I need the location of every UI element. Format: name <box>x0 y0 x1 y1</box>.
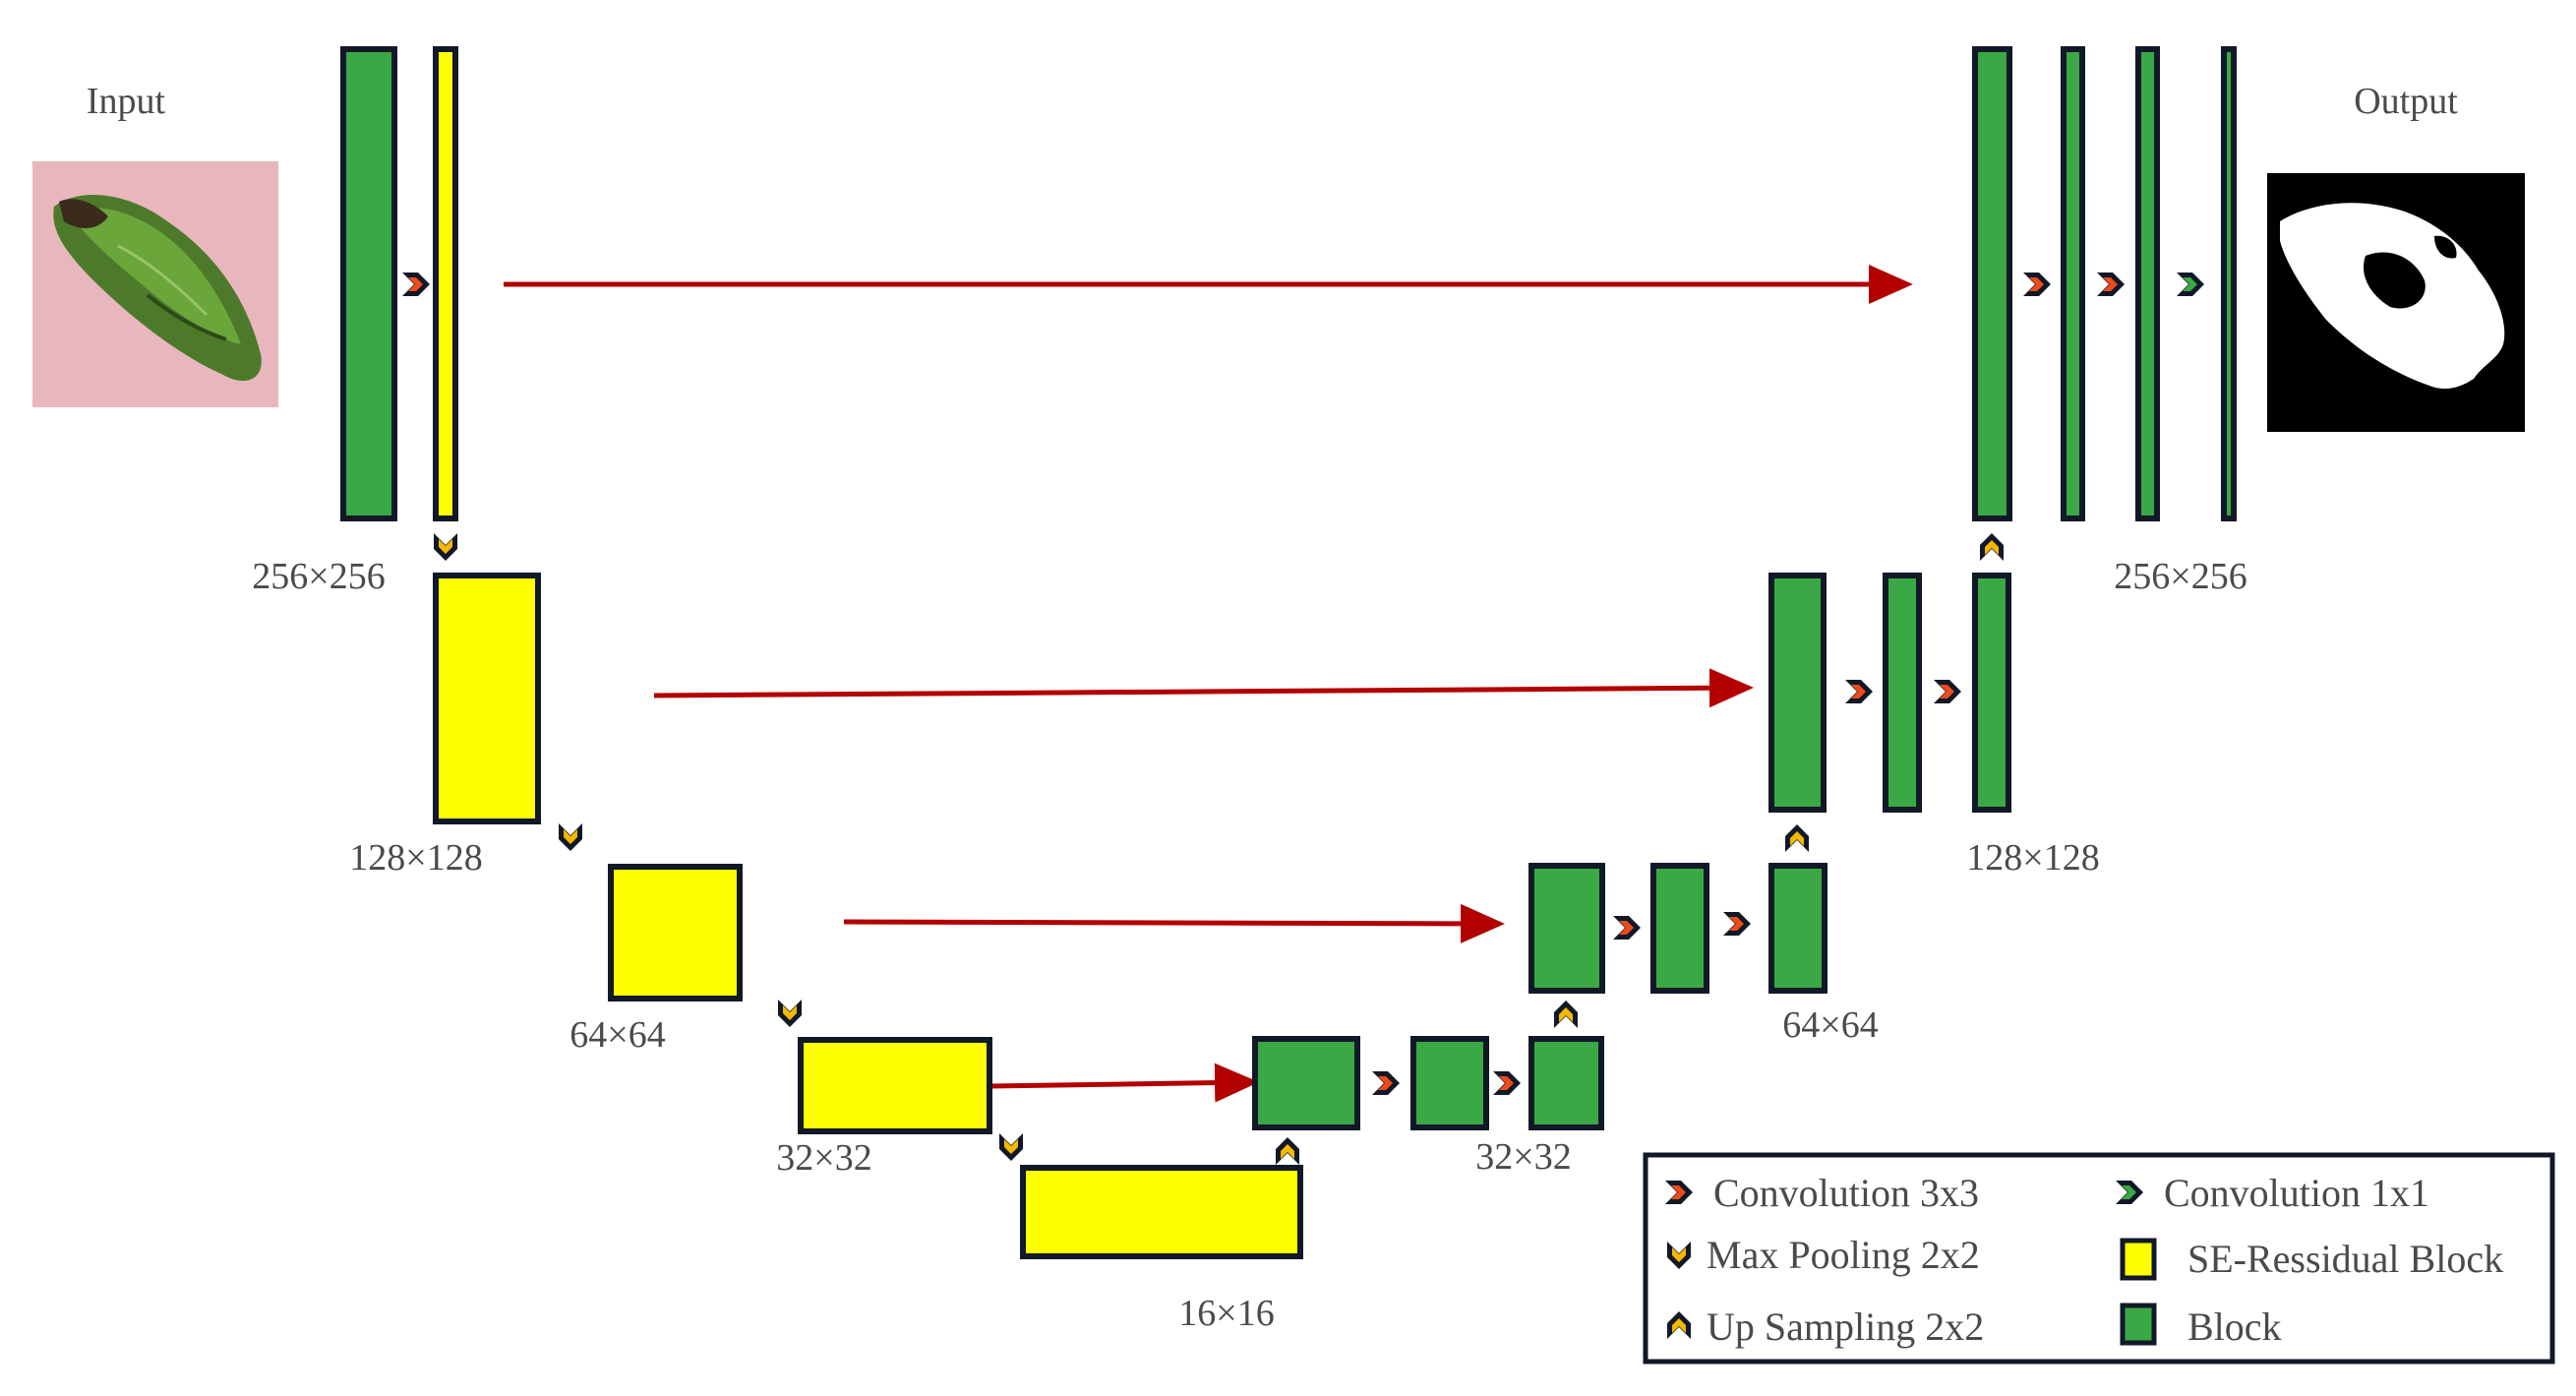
output-mask-image <box>2267 173 2525 432</box>
block-256-a <box>1972 46 2012 521</box>
input-leaf-image <box>32 161 278 407</box>
resolution-label: 16×16 <box>1178 1293 1274 1334</box>
skip-arrow-32 <box>988 1062 1259 1103</box>
operations <box>402 273 2204 1165</box>
resolution-label: 32×32 <box>776 1137 871 1179</box>
conv3x3-icon <box>1723 912 1751 936</box>
legend-block-swatch <box>2120 1303 2157 1346</box>
legend-maxpool-label: Max Pooling 2x2 <box>1707 1233 1980 1277</box>
legend-conv1-label: Convolution 1x1 <box>2164 1171 2429 1215</box>
legend-se-swatch <box>2120 1238 2157 1281</box>
conv3x3-icon <box>1372 1071 1400 1095</box>
maxpool-icon <box>778 1000 802 1027</box>
legend-conv3-label: Convolution 3x3 <box>1713 1171 1979 1215</box>
block-128-c <box>1972 573 2011 813</box>
resolution-labels: 256×256 128×128 64×64 32×32 16×16 32×32 … <box>252 556 2247 1334</box>
block-32-b <box>1410 1036 1489 1130</box>
skip-arrow-64 <box>843 903 1505 943</box>
resolution-label: 256×256 <box>2114 556 2247 597</box>
se-block-32 <box>798 1037 992 1134</box>
se-block-16 <box>1020 1165 1303 1259</box>
skip-connections <box>504 265 1913 1103</box>
resolution-label: 128×128 <box>1966 837 2099 879</box>
block-128-a <box>1768 573 1827 813</box>
upsample-icon <box>1980 533 2004 561</box>
conv3x3-icon <box>1493 1071 1521 1095</box>
maxpool-icon <box>559 823 582 851</box>
encoder <box>340 46 1303 1259</box>
block-256-conv <box>340 46 397 521</box>
input-label: Input <box>87 81 166 122</box>
legend-box <box>1643 1152 2555 1365</box>
resolution-label: 64×64 <box>569 1014 665 1056</box>
conv3x3-icon <box>1934 680 1961 703</box>
conv3x3-icon <box>2023 273 2051 296</box>
decoder <box>1252 46 2237 1130</box>
block-64-c <box>1768 863 1827 994</box>
skip-arrow-128 <box>653 668 1754 708</box>
upsample-icon <box>1785 824 1809 852</box>
legend-upsample-label: Up Sampling 2x2 <box>1707 1305 1984 1349</box>
resolution-label: 256×256 <box>252 556 385 597</box>
output-label: Output <box>2354 81 2458 122</box>
maxpool-icon <box>434 533 457 561</box>
block-32-a <box>1252 1036 1360 1130</box>
legend: Convolution 3x3 Max Pooling 2x2 Up Sampl… <box>1643 1152 2555 1365</box>
resolution-label: 64×64 <box>1782 1004 1878 1046</box>
conv3x3-icon <box>1613 916 1641 940</box>
resolution-label: 128×128 <box>349 837 482 879</box>
block-64-a <box>1528 863 1605 994</box>
upsample-icon <box>1554 1001 1578 1028</box>
resolution-label: 32×32 <box>1475 1136 1571 1178</box>
upsample-icon <box>1276 1137 1299 1165</box>
block-32-c <box>1528 1036 1604 1130</box>
conv3x3-icon <box>2097 273 2125 296</box>
se-block-64 <box>608 864 743 1001</box>
legend-se-label: SE-Ressidual Block <box>2187 1237 2503 1281</box>
se-block-256 <box>433 46 458 521</box>
block-256-d <box>2221 46 2237 521</box>
conv3x3-icon <box>1845 680 1873 703</box>
se-block-128 <box>433 573 541 824</box>
conv1x1-icon <box>2177 273 2204 296</box>
conv3x3-icon <box>402 273 430 296</box>
maxpool-icon <box>999 1133 1023 1161</box>
block-256-c <box>2135 46 2160 521</box>
legend-block-label: Block <box>2187 1305 2282 1349</box>
block-256-b <box>2061 46 2085 521</box>
block-128-b <box>1883 573 1922 813</box>
block-64-b <box>1650 863 1709 994</box>
